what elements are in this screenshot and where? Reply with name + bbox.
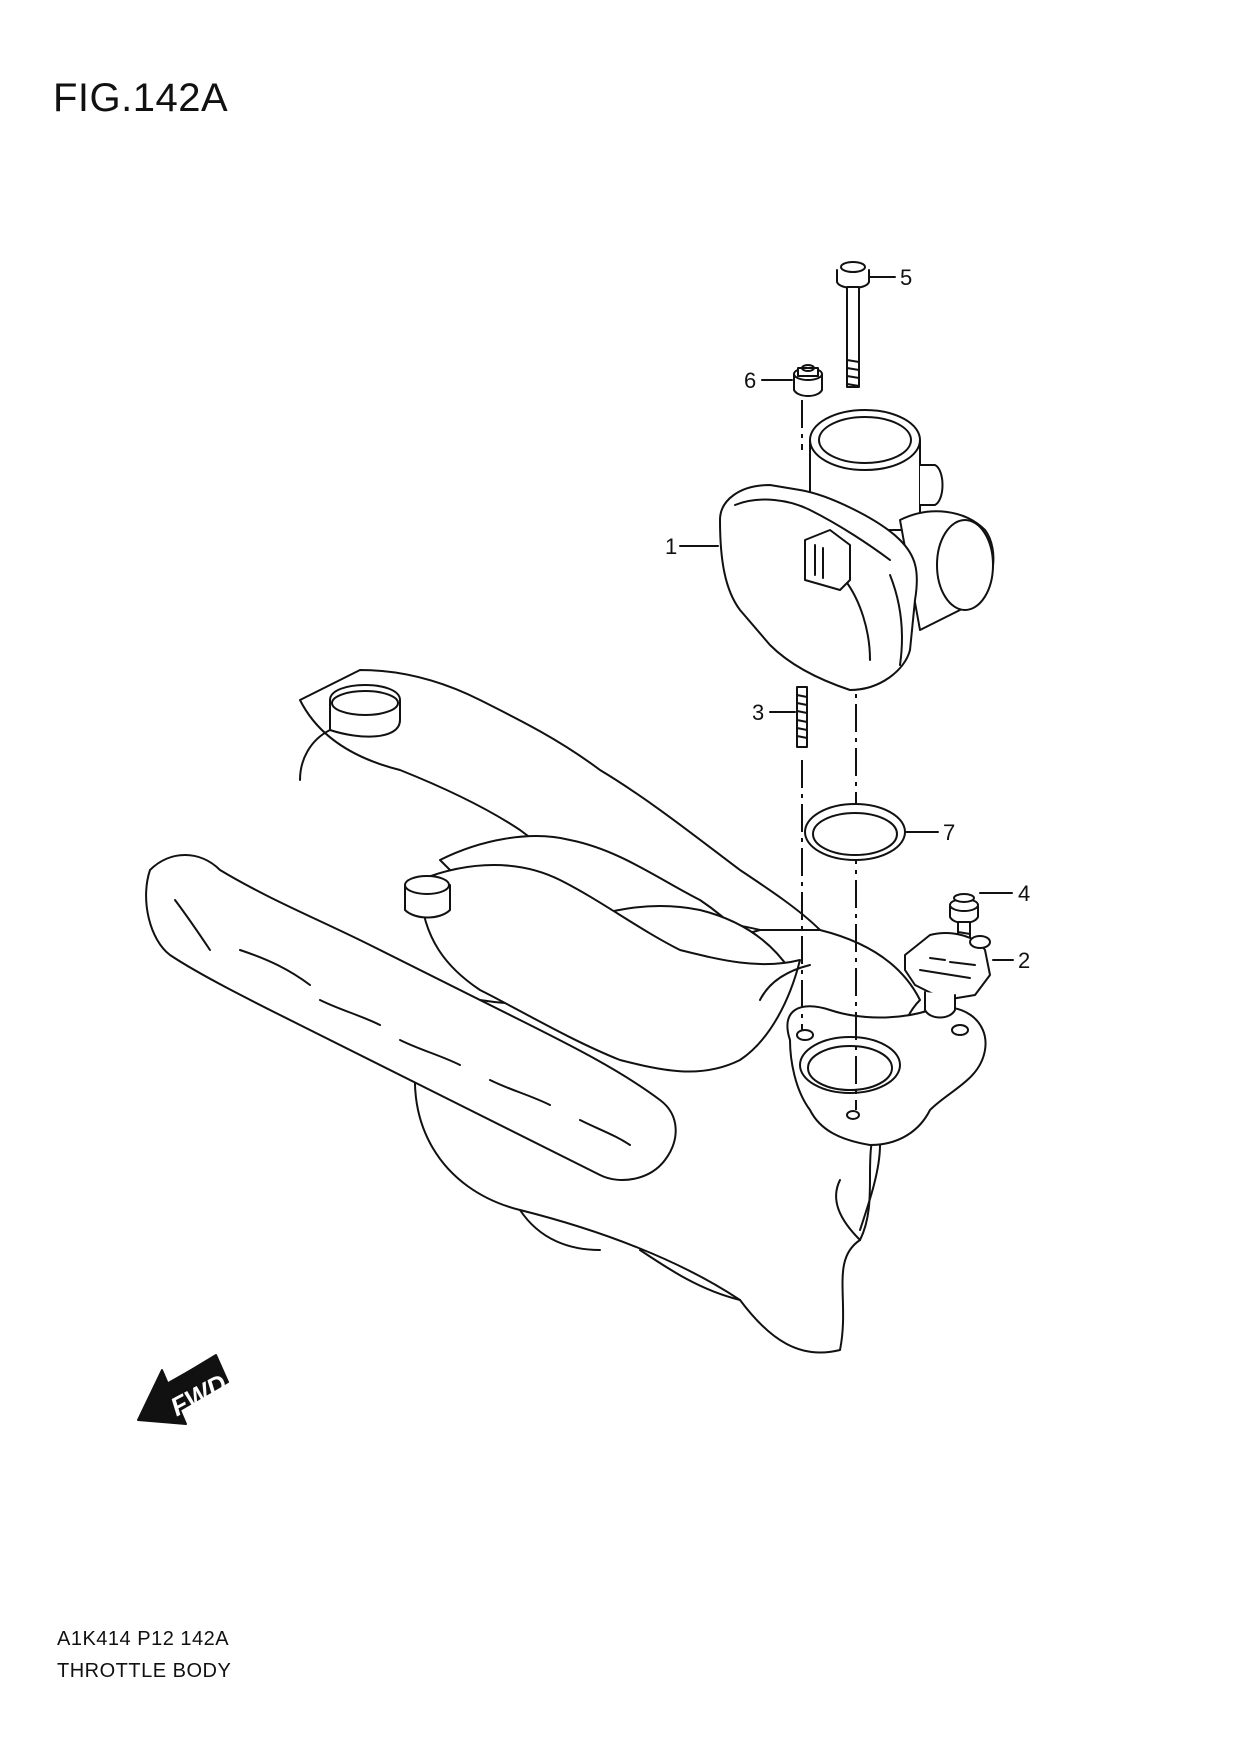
diagram-name: THROTTLE BODY [57,1660,232,1682]
part-2-sensor [904,932,991,1019]
callout-5: 5 [900,265,912,290]
part-5-bolt [836,261,870,388]
callout-3: 3 [752,700,764,725]
fwd-arrow-icon: FWD [137,1354,232,1425]
diagram-code: A1K414 P12 142A [57,1628,230,1650]
figure-title: FIG.142A [53,76,229,120]
callout-4: 4 [1018,881,1030,906]
part-3-stud [796,686,808,748]
part-6-nut [793,364,823,397]
callout-6: 6 [744,368,756,393]
callout-1: 1 [665,534,677,559]
callout-leaders [679,276,1014,961]
callout-7: 7 [943,820,955,845]
part-7-o-ring [804,803,906,861]
part-1-throttle-body [719,409,995,691]
intake-manifold [145,669,987,1354]
callout-2: 2 [1018,948,1030,973]
